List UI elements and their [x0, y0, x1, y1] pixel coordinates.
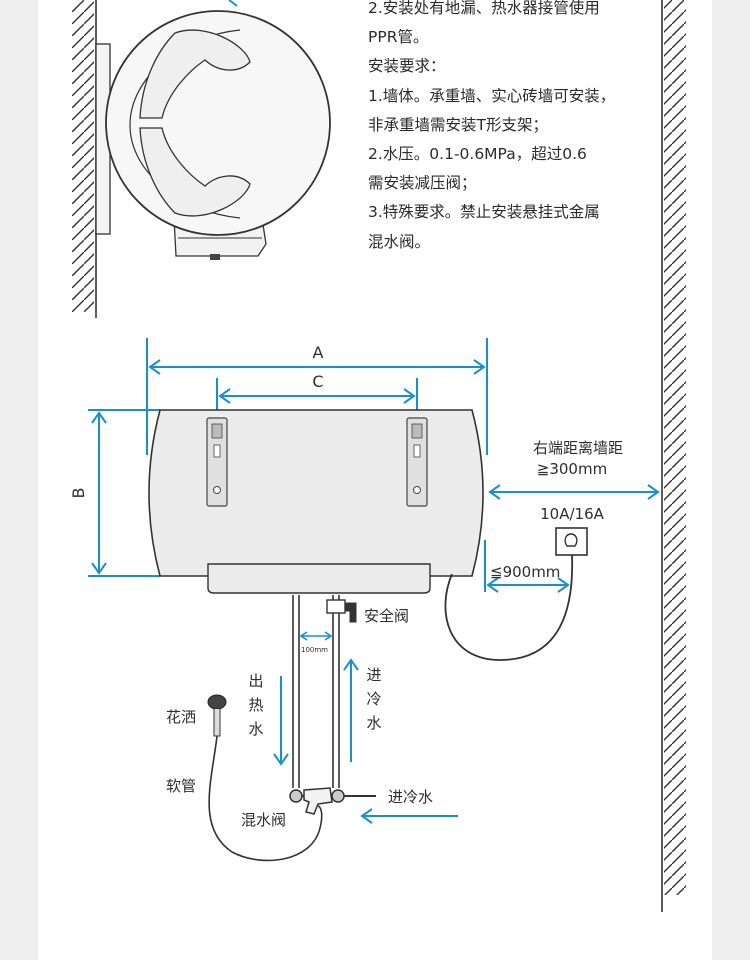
dimension-b [88, 409, 160, 577]
hot-out-label-2: 热 [248, 696, 263, 714]
shower-hose [208, 735, 323, 862]
note-line: 2.水压。0.1-0.6MPa，超过0.6 [368, 145, 587, 164]
dimension-a-label: A [313, 343, 324, 362]
pipe-gap-label: 100mm [301, 646, 328, 654]
installation-notes: 2.安装处有地漏、热水器接管使用 PPR管。 安装要求： 1.墙体。承重墙、实心… [368, 0, 668, 257]
cold-in-label-3: 水 [366, 714, 381, 732]
mixing-valve-label: 混水阀 [241, 811, 286, 829]
note-line: 2.安装处有地漏、热水器接管使用 [368, 0, 600, 17]
heater-side-view [95, 0, 331, 260]
right-clearance-value: ≧300mm [537, 460, 607, 478]
note-line: PPR管。 [368, 28, 429, 47]
safety-valve-label: 安全阀 [364, 607, 409, 625]
bracket-left [206, 417, 228, 507]
socket-distance-label: ≦900mm [490, 563, 560, 581]
right-clearance-label: 右端距离墙距 [533, 439, 623, 457]
right-wall [661, 0, 686, 912]
socket-distance-dimension [484, 540, 570, 593]
safety-valve-icon [326, 599, 357, 623]
water-pipes [292, 595, 340, 788]
note-line: 1.墙体。承重墙、实心砖墙可安装， [368, 86, 616, 105]
power-socket-icon [555, 527, 588, 556]
hot-water-arrow [273, 676, 289, 766]
dimension-b-label: B [69, 488, 88, 499]
shower-head-icon [207, 694, 227, 737]
cold-inlet-arrow [360, 808, 458, 824]
note-line: 3.特殊要求。禁止安装悬挂式金属 [368, 203, 600, 222]
right-clearance-dimension [488, 484, 660, 500]
dimension-a [146, 338, 488, 455]
mixing-valve-icon [289, 787, 376, 815]
hose-label: 软管 [166, 777, 196, 795]
left-wall [72, 0, 97, 318]
socket-rating-label: 10A/16A [540, 505, 604, 523]
cold-water-arrow [343, 658, 359, 762]
power-cable [444, 554, 574, 661]
note-line: 非承重墙需安装T形支架； [368, 115, 548, 134]
pipe-gap-dimension [299, 631, 333, 641]
note-line: 需安装减压阀； [368, 174, 477, 193]
cold-in-label-1: 进 [366, 666, 381, 684]
note-line: 混水阀。 [368, 232, 431, 251]
shower-label: 花洒 [166, 708, 196, 726]
hot-out-label-1: 出 [248, 672, 263, 690]
dimension-c-label: C [312, 372, 323, 391]
bracket-right [406, 417, 428, 507]
heater-tank [148, 409, 484, 594]
note-line: 安装要求： [368, 57, 446, 76]
hot-out-label-3: 水 [248, 720, 263, 738]
cold-in-label-2: 冷 [366, 690, 381, 708]
cold-inlet-label: 进冷水 [388, 788, 433, 806]
